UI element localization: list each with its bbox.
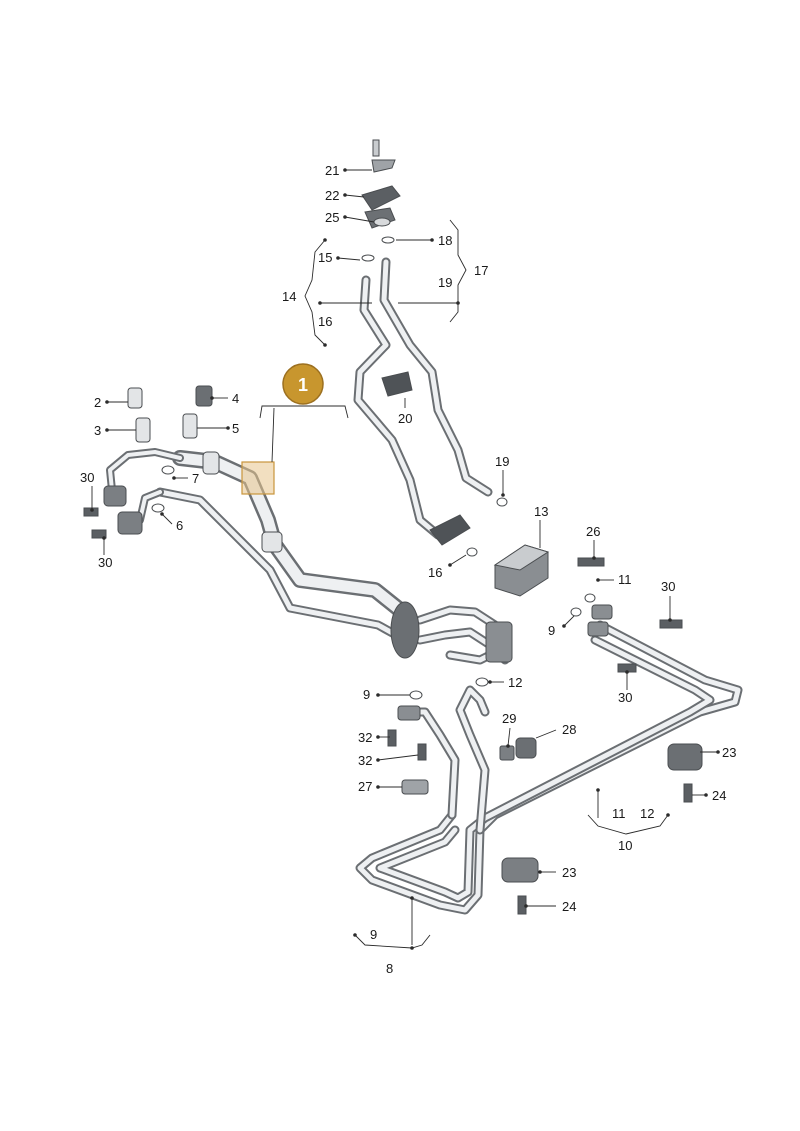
bolt-21 [372, 139, 380, 157]
clamp-22 [361, 185, 401, 211]
screw-24-upper [683, 783, 693, 803]
part-label-27[interactable]: 27 [358, 779, 372, 794]
part-label-14[interactable]: 14 [282, 289, 296, 304]
rear-fitting-11 [591, 604, 613, 620]
o-ring-12 [475, 677, 489, 687]
secondary-line [155, 487, 410, 645]
callout-number: 1 [298, 375, 308, 395]
part-label-12-bracket[interactable]: 12 [640, 806, 654, 821]
part-label-5[interactable]: 5 [232, 421, 239, 436]
part-label-32-lower[interactable]: 32 [358, 753, 372, 768]
part-label-30-lower-left[interactable]: 30 [98, 555, 112, 570]
valve-3 [135, 417, 151, 443]
right-block [485, 621, 513, 663]
part-label-11-lower[interactable]: 11 [612, 806, 626, 821]
bracket-20 [381, 371, 413, 397]
compressor-fitting-upper [103, 485, 127, 507]
rear-fitting-9 [587, 621, 609, 637]
part-label-24-lower[interactable]: 24 [562, 899, 576, 914]
cap-4 [195, 385, 213, 407]
upper-line-16 [353, 275, 443, 540]
part-label-10[interactable]: 10 [618, 838, 632, 853]
o-ring-6 [151, 503, 165, 513]
part-label-9-bracket[interactable]: 9 [370, 927, 377, 942]
bolt-30-upper [83, 507, 99, 517]
part-label-18[interactable]: 18 [438, 233, 452, 248]
part-label-30-upper-left[interactable]: 30 [80, 470, 94, 485]
o-ring-19-valve [496, 497, 508, 507]
clip-27 [401, 779, 429, 795]
part-label-25[interactable]: 25 [325, 210, 339, 225]
part-label-9-lower[interactable]: 9 [363, 687, 370, 702]
part-label-30-upper-right[interactable]: 30 [661, 579, 675, 594]
callout-badge[interactable] [282, 363, 324, 405]
bracket-23-lower [501, 857, 539, 883]
part-label-8[interactable]: 8 [386, 961, 393, 976]
part-label-16-upper[interactable]: 16 [318, 314, 332, 329]
part-label-29[interactable]: 29 [502, 711, 516, 726]
fittings [83, 139, 703, 915]
clip-21 [371, 159, 396, 173]
cap-2 [127, 387, 143, 409]
o-ring-9-rear [570, 607, 582, 617]
sensor-block [397, 705, 421, 721]
bolt-32-b [417, 743, 427, 761]
part-label-2[interactable]: 2 [94, 395, 101, 410]
upper-line-19 [379, 257, 493, 497]
compressor-fitting-lower [117, 511, 143, 535]
washer-25 [373, 217, 391, 227]
part-label-15[interactable]: 15 [318, 250, 332, 265]
clip-28 [515, 737, 537, 759]
o-ring-9-lower [409, 690, 423, 700]
part-label-28[interactable]: 28 [562, 722, 576, 737]
lower-line-8 [355, 620, 743, 915]
main-hose-1 [172, 450, 408, 618]
leader-lines [91, 169, 718, 949]
part-label-3[interactable]: 3 [94, 423, 101, 438]
part-label-9-rear[interactable]: 9 [548, 623, 555, 638]
part-label-20[interactable]: 20 [398, 411, 412, 426]
o-ring-15 [361, 254, 375, 262]
part-label-24-upper[interactable]: 24 [712, 788, 726, 803]
part-label-32-upper[interactable]: 32 [358, 730, 372, 745]
valve-5 [182, 413, 198, 439]
nut-29 [499, 745, 515, 761]
part-label-4[interactable]: 4 [232, 391, 239, 406]
part-label-23-upper[interactable]: 23 [722, 745, 736, 760]
part-label-6[interactable]: 6 [176, 518, 183, 533]
bolt-32-a [387, 729, 397, 747]
part-label-19-upper[interactable]: 19 [438, 275, 452, 290]
bolt-30-lower [91, 529, 107, 539]
highlight-box[interactable] [241, 461, 275, 495]
part-label-7[interactable]: 7 [192, 471, 199, 486]
bolt-26 [577, 557, 605, 567]
expansion-valve-13-top [493, 544, 550, 571]
lower-line-9 [375, 635, 715, 903]
bracket-23-upper [667, 743, 703, 771]
part-label-13[interactable]: 13 [534, 504, 548, 519]
part-label-11-upper[interactable]: 11 [618, 572, 632, 587]
part-labels: 21 22 25 18 15 17 19 14 16 20 2 4 3 5 7 … [80, 163, 736, 976]
hose-coupling-top [202, 451, 220, 475]
o-ring-18 [381, 236, 395, 244]
part-label-30-lower-right[interactable]: 30 [618, 690, 632, 705]
part-label-21[interactable]: 21 [325, 163, 339, 178]
part-label-16-lower[interactable]: 16 [428, 565, 442, 580]
part-label-26[interactable]: 26 [586, 524, 600, 539]
leader-dots [90, 168, 720, 950]
hose-coupling-bottom [261, 531, 283, 553]
part-label-22[interactable]: 22 [325, 188, 339, 203]
o-ring-16-valve [466, 547, 478, 557]
part-label-17[interactable]: 17 [474, 263, 488, 278]
bracket-16-lower [429, 514, 471, 546]
o-ring-7 [161, 465, 175, 475]
flange-plate [390, 601, 420, 659]
part-label-19-lower[interactable]: 19 [495, 454, 509, 469]
part-label-12-lower[interactable]: 12 [508, 675, 522, 690]
o-ring-11 [584, 593, 596, 603]
part-label-23-lower[interactable]: 23 [562, 865, 576, 880]
